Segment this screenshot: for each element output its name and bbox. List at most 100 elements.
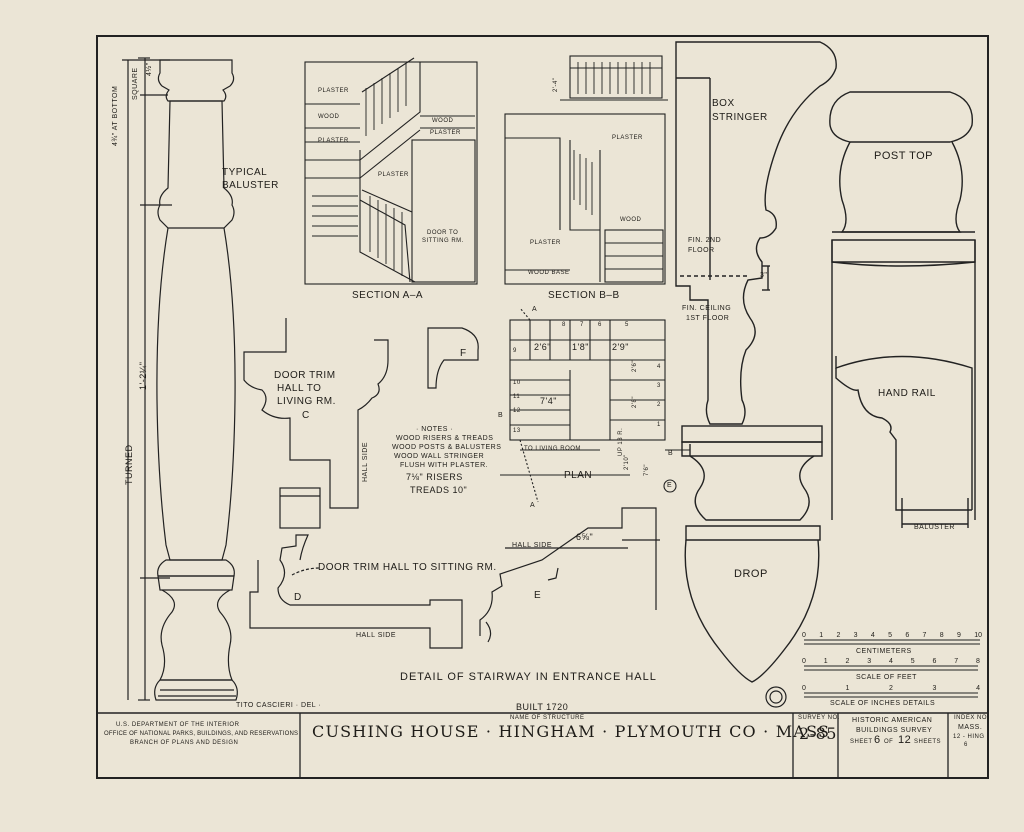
plan-dim-4: 7'4" [540, 396, 557, 406]
plan-letter-e: E [667, 482, 673, 489]
trim-e-side: HALL SIDE [512, 542, 553, 549]
post-top-label: POST TOP [874, 150, 934, 162]
baluster-drawing [122, 57, 238, 701]
door-trim-c-3: LIVING RM. [277, 396, 336, 407]
door-trim-d-drawing [249, 534, 463, 649]
baluster-dim-square: SQUARE [132, 67, 139, 100]
agency-line-1: U.S. DEPARTMENT OF THE INTERIOR [116, 722, 240, 728]
built-date: BUILT 1720 [516, 702, 569, 712]
inch-scale-label: SCALE OF INCHES DETAILS [830, 700, 936, 707]
structure-name: CUSHING HOUSE · HINGHAM · PLYMOUTH CO · … [312, 722, 831, 741]
plan-step-9: 9 [513, 348, 517, 354]
delineator: TITO CASCIERI · DEL · [236, 702, 322, 709]
plan-up: UP 13 R. [618, 427, 624, 456]
box-stringer-drawing [675, 41, 837, 425]
agency-line-3: BRANCH OF PLANS AND DESIGN [130, 740, 239, 746]
notes-line-1: WOOD RISERS & TREADS [396, 435, 494, 442]
index-caption: INDEX NO. [954, 715, 990, 721]
feet-scale-label: SCALE OF FEET [856, 674, 917, 681]
index-line-3: 6 [964, 742, 968, 748]
plan-letter-b-right: B [668, 450, 674, 457]
door-trim-d-side: HALL SIDE [356, 632, 397, 639]
plan-step-13: 13 [513, 428, 521, 434]
trim-e-letter: E [534, 590, 542, 601]
plan-letter-b-left: B [498, 412, 504, 419]
agency-line-2: OFFICE OF NATIONAL PARKS, BUILDINGS, AND… [104, 731, 299, 737]
sheet-total: 12 [898, 734, 912, 746]
plan-dim-1: 2'6" [534, 342, 551, 352]
habs-seal [765, 686, 787, 708]
plan-dim-8: 7'6" [644, 464, 650, 476]
bb-note-plaster-2: PLASTER [530, 240, 561, 246]
notes-heading: · NOTES · [416, 426, 454, 433]
aa-note-plaster-2: PLASTER [318, 138, 349, 144]
bb-dim: 2'-4" [553, 77, 559, 92]
trim-e-dim: 6⅝" [576, 532, 594, 542]
plan-drawing [500, 307, 690, 503]
door-trim-c-side: HALL SIDE [362, 441, 369, 482]
plan-to-living: TO LIVING ROOM [524, 446, 581, 452]
door-trim-c-1: DOOR TRIM [274, 370, 336, 381]
sheet-of: OF [884, 739, 894, 745]
box-stringer-dim: 3" [760, 272, 768, 279]
aa-note-plaster-1: PLASTER [318, 88, 349, 94]
index-line-2: 12 - Hing [953, 734, 985, 740]
section-aa-drawing [304, 57, 478, 285]
notes-line-2: WOOD POSTS & BALUSTERS [392, 444, 502, 451]
survey-number: 2-85 [799, 724, 837, 743]
baluster-dim-bottom: 4¾" AT BOTTOM [112, 85, 119, 146]
section-aa-title: SECTION A–A [352, 290, 424, 301]
bb-note-plaster-1: PLASTER [612, 135, 643, 141]
plan-step-10: 10 [513, 380, 521, 386]
plan-step-12: 12 [513, 408, 521, 414]
plan-dim-7: 2'10" [624, 454, 630, 470]
plan-dim-2: 1'8" [572, 342, 589, 352]
main-title: DETAIL OF STAIRWAY IN ENTRANCE HALL [400, 671, 657, 683]
notes-line-6: TREADS 10" [410, 485, 468, 495]
index-line-1: MASS. [958, 724, 983, 731]
habs-line-2: BUILDINGS SURVEY [856, 727, 933, 734]
plan-step-7: 7 [580, 322, 584, 328]
sheet-number: 6 [874, 734, 881, 746]
scale-bars [804, 639, 980, 698]
fin-2nd-floor-2: FLOOR [688, 247, 715, 254]
cm-scale-label: CENTIMETERS [856, 648, 912, 655]
drop-drawing [681, 425, 823, 683]
sheet-border [96, 35, 989, 779]
aa-note-door-1: DOOR TO [427, 230, 459, 236]
door-trim-d-label: DOOR TRIM HALL TO SITTING RM. [318, 562, 497, 573]
plan-dim-5: 2'6" [632, 360, 638, 372]
plan-title: PLAN [564, 470, 593, 481]
box-stringer-label-1: BOX [712, 98, 735, 109]
notes-line-3: WOOD WALL STRINGER [394, 453, 485, 460]
habs-line-1: HISTORIC AMERICAN [852, 717, 933, 724]
hand-rail-baluster: BALUSTER [914, 524, 955, 531]
door-trim-c-drawing [243, 318, 389, 529]
aa-note-plaster-4: PLASTER [378, 172, 409, 178]
box-stringer-label-2: STRINGER [712, 112, 768, 123]
door-trim-c-2: HALL TO [277, 383, 322, 394]
post-top-drawing [829, 91, 976, 528]
plan-step-3: 3 [657, 383, 661, 389]
baluster-dim-top: 4½" [146, 62, 153, 76]
plan-letter-a-top: A [532, 306, 538, 313]
plan-dim-6: 2'8" [632, 396, 638, 408]
baluster-dim-turned: TURNED [124, 444, 134, 486]
notes-line-5: 7⅛" RISERS [406, 472, 463, 482]
plan-letter-a-bottom: A [530, 502, 536, 509]
profile-f-letter: F [460, 348, 467, 359]
plan-step-2: 2 [657, 402, 661, 408]
title-block-lines [299, 713, 949, 778]
aa-note-wood-1: WOOD [318, 114, 340, 120]
plan-step-5: 5 [625, 322, 629, 328]
fin-ceiling-2: 1ST FLOOR [686, 315, 730, 322]
section-bb-title: SECTION B–B [548, 290, 620, 301]
bb-note-wood: WOOD [620, 217, 642, 223]
aa-note-wood-2: WOOD [432, 118, 454, 124]
section-bb-drawing [504, 55, 668, 285]
profile-f-drawing [427, 327, 479, 389]
fin-ceiling-1: FIN. CEILING [682, 305, 732, 312]
